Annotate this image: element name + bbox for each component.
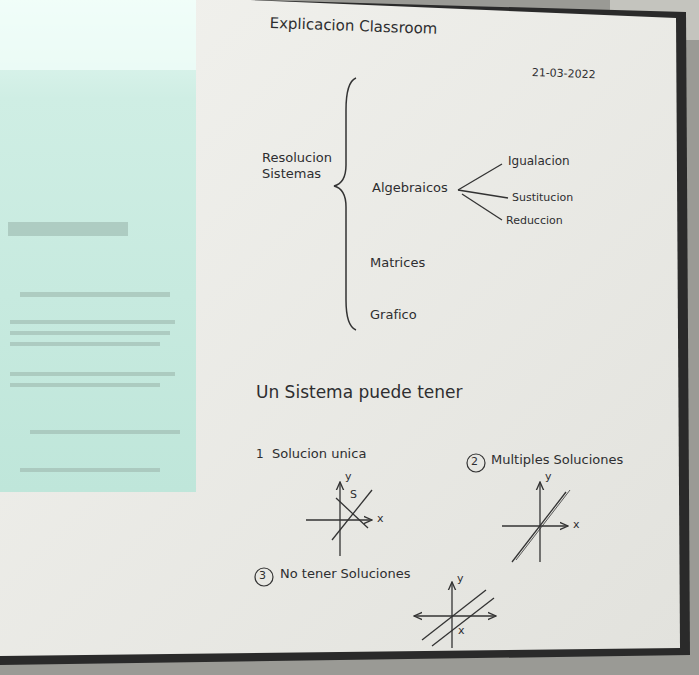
axis-label: y bbox=[545, 470, 552, 484]
board-title: Explicacion Classroom bbox=[269, 14, 437, 39]
axis-label: y bbox=[345, 470, 352, 484]
axis-label: x bbox=[458, 624, 465, 638]
method-name: Sustitucion bbox=[512, 191, 573, 205]
graph-multiple-solutions bbox=[502, 482, 570, 562]
projector-glare bbox=[0, 0, 196, 70]
projected-screen bbox=[0, 0, 196, 492]
projected-bar bbox=[8, 222, 128, 236]
axis-label: y bbox=[457, 572, 464, 586]
date: 21-03-2022 bbox=[532, 66, 596, 82]
branch-lines bbox=[458, 164, 508, 220]
method-group: Algebraicos bbox=[372, 180, 448, 196]
board-surface bbox=[0, 0, 680, 656]
board-frame bbox=[0, 0, 690, 665]
projected-text-lines bbox=[10, 292, 180, 472]
axis-label: x bbox=[573, 518, 580, 532]
graph-no-solution bbox=[414, 582, 496, 648]
item-number: 3 bbox=[259, 569, 266, 583]
statement: Un Sistema puede tener bbox=[256, 382, 463, 403]
number-circle bbox=[255, 568, 273, 586]
item-number: 1 bbox=[256, 447, 264, 462]
method-group: Grafico bbox=[370, 307, 417, 323]
graph-unique-solution bbox=[306, 482, 372, 556]
curly-brace bbox=[334, 78, 356, 330]
point-label: S bbox=[350, 488, 357, 502]
number-circle bbox=[467, 454, 485, 472]
axis-label: x bbox=[377, 512, 384, 526]
method-name: Reduccion bbox=[506, 214, 563, 228]
method-name: Igualacion bbox=[508, 154, 570, 169]
case-name: Multiples Soluciones bbox=[491, 452, 623, 468]
topic-heading: Resolucion Sistemas bbox=[262, 150, 346, 183]
item-number: 2 bbox=[471, 455, 478, 469]
method-group: Matrices bbox=[370, 255, 425, 271]
case-name: No tener Soluciones bbox=[280, 566, 410, 582]
case-name: Solucion unica bbox=[272, 446, 366, 462]
